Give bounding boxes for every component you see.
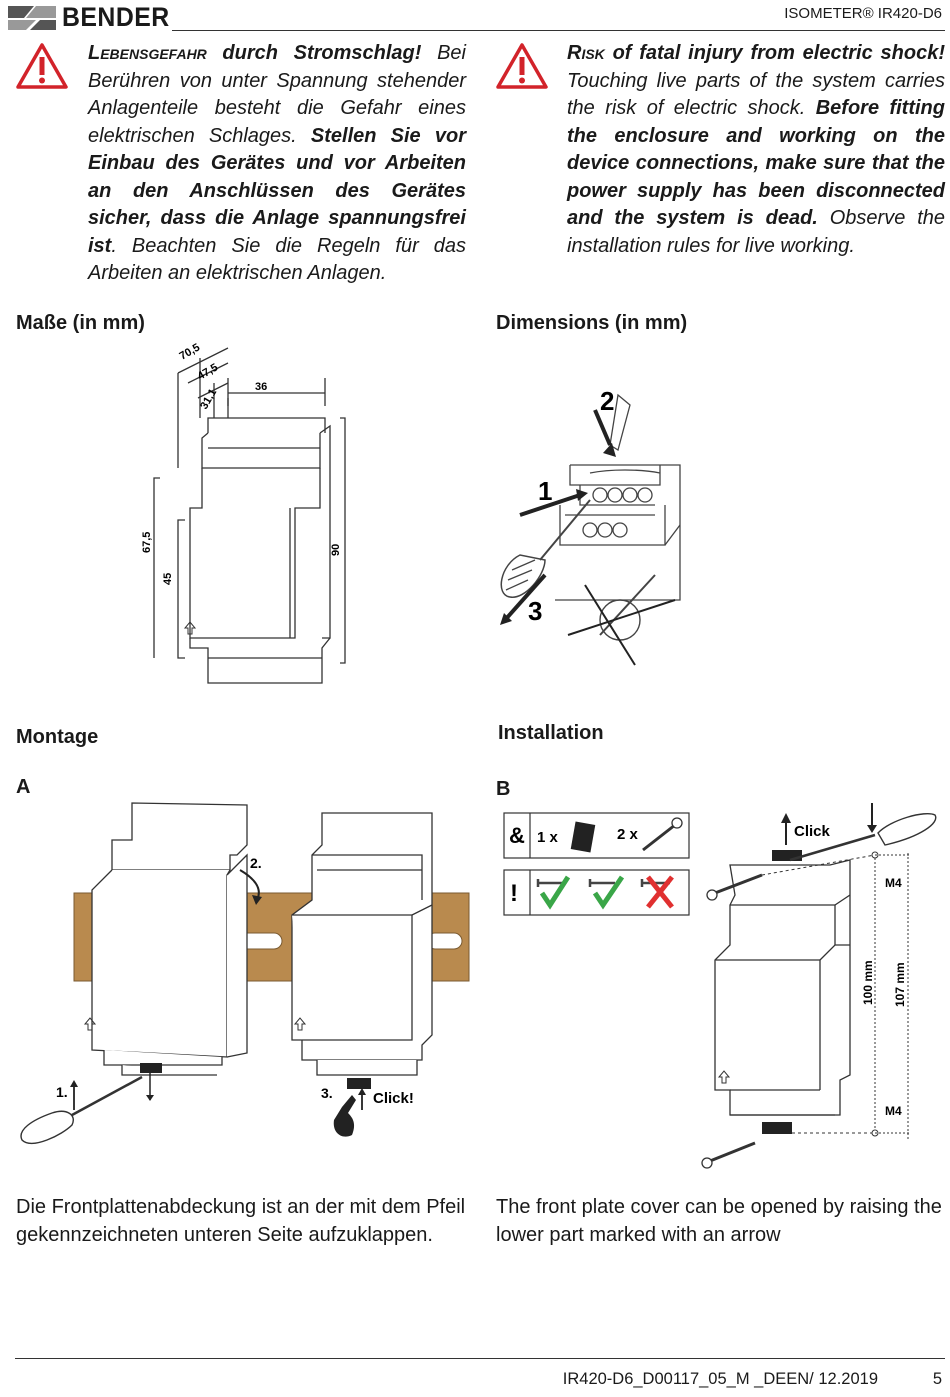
warning-text-en: Risk of fatal injury from electric shock… [567, 40, 945, 260]
warning-de-text2: . Beachten Sie die Regeln für das Arbeit… [88, 234, 466, 285]
warning-de-lead: Lebensgefahr [88, 42, 207, 64]
qty-2: 2 x [617, 826, 639, 843]
screwdriver-icon [789, 813, 937, 862]
step-2-label: 2 [600, 386, 614, 416]
warning-en-lead: Risk [567, 42, 605, 64]
click-label: Click! [373, 1090, 414, 1107]
terminal-screwdriver-drawing: 2 1 3 [500, 386, 681, 666]
warning-de-bold: Stellen Sie vor Einbau des Gerätes und v… [88, 124, 466, 257]
header-rule [172, 30, 945, 31]
screw-wrong-icon [640, 875, 674, 909]
bender-logo-icon [8, 6, 56, 30]
device-front [714, 859, 851, 1116]
mounting-clip-icon [570, 821, 596, 853]
device-mounted [291, 812, 433, 1076]
bottom-clip [762, 1122, 792, 1134]
heading-dimensions-en: Dimensions (in mm) [496, 312, 688, 334]
figure-b-drawing: & 1 x 2 x ! Click [503, 803, 937, 1169]
warning-triangle-icon [496, 43, 548, 89]
dim-45: 45 [162, 573, 174, 585]
warning-de-text1: Bei Berühren von unter Spannung stehende… [88, 42, 466, 147]
step-3-label: 3 [528, 596, 542, 626]
warning-de-lead-rest: durch Stromschlag! [206, 42, 422, 64]
click-label: Click [794, 823, 831, 840]
hand-pointer-icon [333, 1095, 356, 1137]
step-3-label: 3. [321, 1085, 333, 1101]
screw-ok-icon [588, 875, 625, 910]
dim-70-5: 70,5 [178, 341, 203, 362]
dim-90: 90 [330, 544, 342, 556]
warning-en-text2: Observe the installation rules for live … [567, 207, 945, 257]
screw-icon [706, 873, 763, 901]
step-1-label: 1 [538, 476, 552, 506]
m4-bottom-label: M4 [885, 1104, 902, 1118]
figure-a-drawing: 1. 2. 3. Click! [20, 802, 470, 1144]
step-1-label: 1. [56, 1084, 68, 1100]
caption-de: Die Frontplattenabdeckung ist an der mit… [16, 1196, 466, 1246]
page-number: 5 [932, 1370, 942, 1388]
product-title: ISOMETER® IR420-D6 [784, 5, 942, 22]
arrow-up-icon [183, 621, 197, 635]
brand-name: BENDER [62, 2, 170, 32]
screw-icon [701, 1141, 756, 1169]
screw-icon [642, 817, 683, 852]
top-clip [772, 850, 802, 861]
dim-100mm: 100 mm [861, 960, 875, 1005]
release-latch [140, 1063, 162, 1073]
figure-b-label: B [496, 778, 511, 800]
dim-36: 36 [255, 381, 267, 393]
heading-mounting-de: Montage [16, 726, 99, 748]
arrow-up-icon [83, 1017, 97, 1031]
footer-rule [15, 1358, 945, 1359]
exclamation-symbol: ! [510, 880, 518, 907]
parts-box [503, 812, 690, 859]
release-latch [347, 1078, 371, 1089]
warning-en-lead-rest: of fatal injury from electric shock! [604, 42, 945, 64]
heading-mounting-en: Installation [498, 722, 604, 744]
dim-31-1: 31,1 [198, 387, 219, 412]
warning-text-de: Lebensgefahr durch Stromschlag! Bei Berü… [88, 40, 466, 288]
dimension-drawing: 70,5 47,5 31,1 36 67,5 45 90 [141, 341, 346, 684]
amp-symbol: & [509, 823, 525, 848]
caption-en: The front plate cover can be opened by r… [496, 1196, 942, 1246]
warning-triangle-icon [16, 43, 68, 89]
warning-en-bold: Before fitting the enclosure and working… [567, 97, 945, 229]
m4-top-label: M4 [885, 876, 902, 890]
figure-a-label: A [16, 776, 31, 798]
warning-en-text1: Touching live parts of the system carrie… [567, 69, 945, 120]
qty-1: 1 x [537, 829, 559, 846]
dim-67-5: 67,5 [141, 532, 153, 553]
screw-ok-icon [536, 875, 571, 910]
arrow-up-icon [717, 1070, 731, 1084]
device-tilted [91, 802, 248, 1076]
heading-dimensions-de: Maße (in mm) [16, 312, 145, 334]
document-reference: IR420-D6_D00117_05_M _DEEN/ 12.2019 [562, 1370, 878, 1388]
screwdriver-icon [20, 1075, 143, 1144]
dim-107mm: 107 mm [893, 962, 907, 1007]
step-2-label: 2. [250, 855, 262, 871]
no-rotate-icon [567, 574, 676, 666]
arrow-up-icon [293, 1017, 307, 1031]
dim-47-5: 47,5 [196, 361, 221, 382]
